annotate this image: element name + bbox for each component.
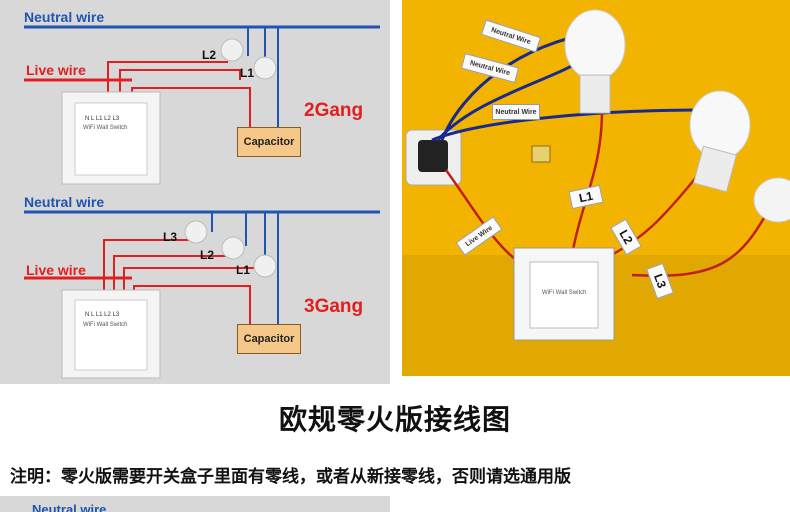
neutral-wire-photo	[436, 58, 583, 141]
neutral-wire-label: Neutral wire	[24, 9, 105, 25]
switch-module-photo	[529, 261, 599, 329]
lamp-l1-icon	[253, 56, 277, 80]
l1-wire	[123, 267, 256, 292]
terminal-labels: N L L1 L2 L3	[85, 116, 119, 122]
terminal-l1: L1	[95, 312, 103, 318]
l2-wire	[107, 61, 228, 95]
lamp-l2-icon	[220, 38, 244, 62]
neutral-wire-tag: Neutral Wire	[492, 104, 540, 120]
lamp-label-l2: L2	[202, 48, 217, 62]
l2-wire	[113, 255, 226, 292]
gang-label-3gang: 3Gang	[304, 296, 364, 317]
terminal-l: L	[91, 312, 95, 318]
lamp-l1-icon	[253, 254, 277, 278]
wiring-diagram-svg	[24, 25, 380, 379]
live-wire-label: Live wire	[26, 262, 86, 278]
bulb-holder	[693, 145, 737, 193]
gang-label-2gang: 2Gang	[304, 100, 364, 121]
lamp-label-l3: L3	[163, 230, 178, 244]
bulb-holder	[753, 177, 790, 223]
neutral-wire-label: Neutral wire	[32, 502, 107, 512]
terminal-l2: L2	[104, 312, 111, 318]
live-wire-label: Live wire	[26, 62, 86, 78]
lamp-label-l1: L1	[240, 66, 255, 80]
lamp-l2-icon	[221, 236, 245, 260]
terminal-n: N	[85, 312, 90, 318]
photo-svg	[402, 9, 790, 376]
next-diagram-strip: Neutral wire	[0, 496, 390, 512]
bulb-holder	[579, 74, 611, 114]
l1-wire	[119, 69, 241, 95]
neutral-wire-photo	[431, 108, 703, 142]
terminal-n: N	[85, 116, 90, 122]
lamp-l3-icon	[184, 220, 208, 244]
l2-wire-photo	[601, 169, 703, 262]
terminal-l3: L3	[112, 312, 120, 318]
terminal-labels: N L L1 L2 L3	[85, 312, 119, 318]
switch-module-2gang	[74, 102, 148, 176]
capacitor-box: Capacitor	[237, 127, 301, 157]
switch-photo-text: WiFi Wall Switch	[542, 290, 587, 296]
capacitor-photo	[531, 145, 551, 163]
terminal-l2: L2	[104, 116, 111, 122]
page-title: 欧规零火版接线图	[278, 403, 511, 436]
l3-wire	[103, 239, 190, 292]
terminal-l1: L1	[95, 116, 103, 122]
capacitor-live-wire	[133, 285, 251, 325]
note-text: 注明：零火版需要开关盒子里面有零线，或者从新接零线，否则请选通用版	[10, 467, 571, 487]
lamp-label-l2: L2	[200, 248, 215, 262]
terminal-l3: L3	[112, 116, 120, 122]
switch-module-3gang	[74, 299, 148, 371]
socket-hole	[418, 140, 448, 172]
bulb-icon	[564, 9, 626, 81]
bulb-icon	[689, 90, 751, 160]
switch-text: WiFi Wall Switch	[83, 322, 128, 328]
lamp-label-l1: L1	[236, 263, 251, 277]
l1-wire-photo	[570, 109, 604, 256]
wiring-diagram-panel: Neutral wire Live wire L2 L1 2Gang Capac…	[0, 0, 390, 384]
switch-text: WiFi Wall Switch	[83, 125, 128, 131]
terminal-l: L	[91, 116, 95, 122]
wiring-photo: Neutral Wire Neutral Wire Neutral Wire L…	[402, 0, 790, 376]
neutral-wire-label: Neutral wire	[24, 194, 105, 210]
capacitor-box: Capacitor	[237, 324, 301, 354]
